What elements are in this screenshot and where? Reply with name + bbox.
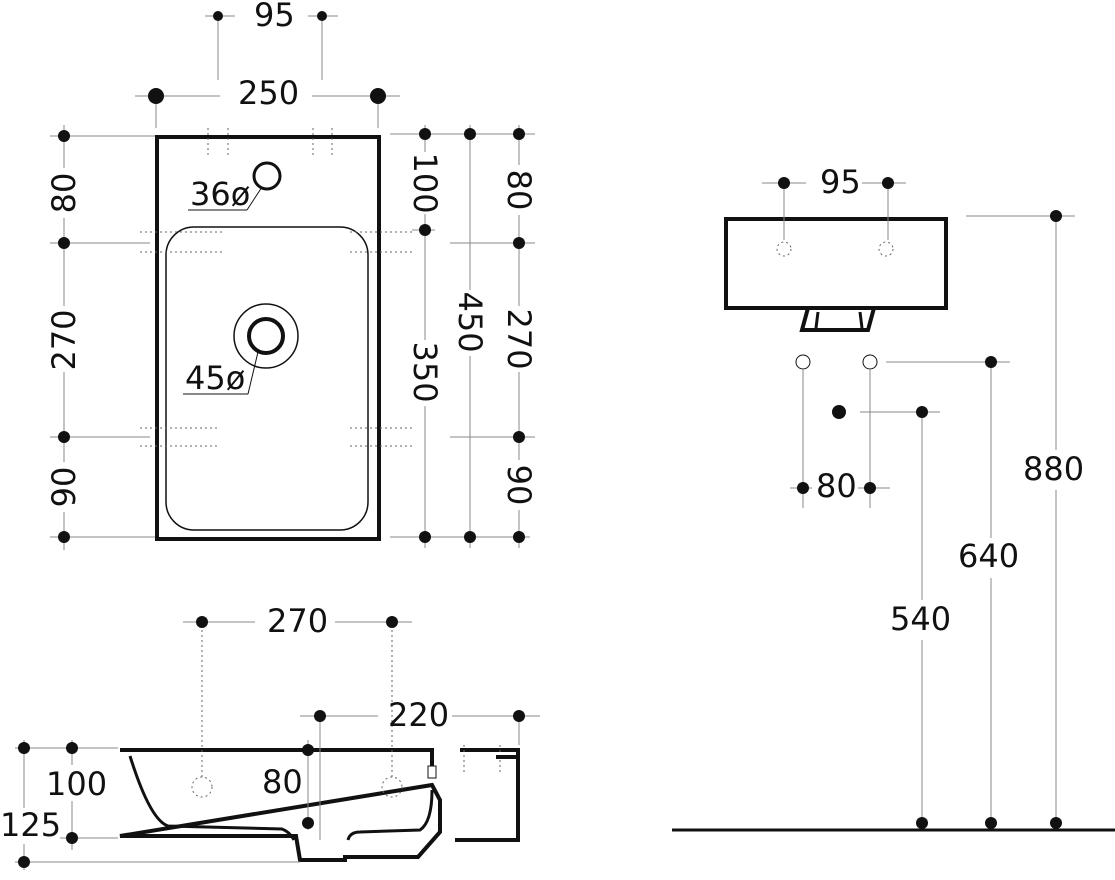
dim-right-chain: 100 350 450 80 270 90 (390, 125, 538, 548)
front-basin (724, 217, 948, 310)
svg-text:220: 220 (388, 696, 449, 734)
tap-hole-diameter-label: 36ø (190, 175, 250, 213)
drain-point (832, 405, 846, 419)
svg-text:80: 80 (816, 467, 857, 505)
dim-95-top: 95 (205, 0, 338, 80)
svg-text:80: 80 (500, 170, 538, 211)
svg-text:270: 270 (500, 308, 538, 369)
dim-80-section: 80 (262, 740, 314, 830)
dim-270-section: 270 (183, 602, 412, 640)
dim-80-front: 80 (790, 370, 890, 508)
svg-text:880: 880 (1023, 450, 1084, 488)
dim-250: 250 (135, 74, 400, 128)
svg-text:100: 100 (406, 152, 444, 213)
svg-text:450: 450 (451, 291, 489, 352)
svg-text:270: 270 (267, 602, 328, 640)
svg-text:250: 250 (238, 74, 299, 112)
svg-text:125: 125 (0, 806, 61, 844)
svg-text:80: 80 (45, 173, 83, 214)
front-view: 95 80 (672, 163, 1115, 832)
svg-text:640: 640 (958, 537, 1019, 575)
drain-diameter-label: 45ø (185, 359, 245, 397)
wall-hole-right (862, 354, 878, 370)
drain-outer (233, 303, 299, 369)
dim-95-front: 95 (762, 163, 906, 240)
svg-text:270: 270 (45, 309, 83, 370)
drain-inner (247, 317, 285, 355)
top-view: 36ø 45ø 95 (45, 0, 538, 550)
fixing-marks (140, 128, 415, 447)
basin-outline (155, 135, 381, 541)
svg-text:80: 80 (262, 763, 303, 801)
dim-left-section: 100 125 (0, 740, 300, 870)
dim-heights: 880 640 540 (860, 210, 1088, 829)
section-outline (119, 748, 442, 862)
section-view: 270 220 80 (0, 602, 540, 870)
svg-text:90: 90 (500, 465, 538, 506)
svg-text:540: 540 (890, 600, 951, 638)
svg-text:100: 100 (46, 765, 107, 803)
svg-text:90: 90 (45, 467, 83, 508)
svg-text:95: 95 (820, 163, 861, 201)
svg-text:95: 95 (254, 0, 295, 34)
dim-left-chain: 80 270 90 (45, 125, 155, 550)
wall-hole-left (795, 354, 811, 370)
bowl-outline (165, 226, 369, 531)
dim-220-section: 220 (300, 696, 540, 840)
tap-hole (252, 161, 282, 191)
svg-text:350: 350 (406, 341, 444, 402)
